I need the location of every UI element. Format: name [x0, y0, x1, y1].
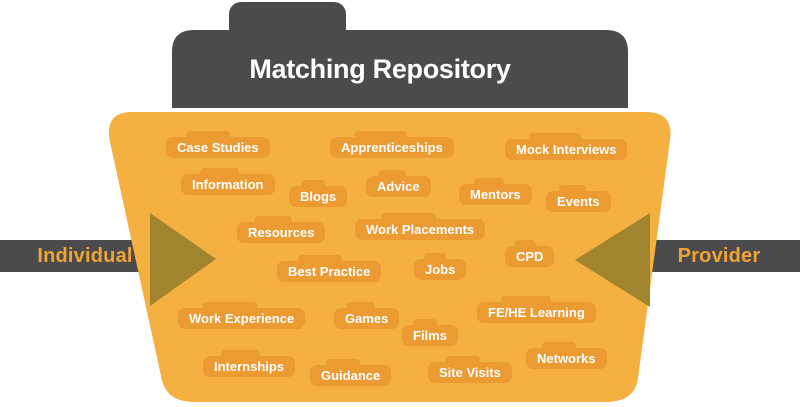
folder-item-case-studies: Case Studies: [166, 131, 270, 158]
folder-item-mentors: Mentors: [459, 178, 532, 205]
folder-item-site-visits: Site Visits: [428, 356, 512, 383]
folder-item-internships: Internships: [203, 350, 296, 377]
individual-flow-bar: Individual: [0, 240, 180, 272]
folder-item-networks: Networks: [526, 342, 607, 369]
page-title: Matching Repository: [249, 53, 511, 84]
provider-label: Provider: [677, 244, 761, 267]
folder-item-information: Information: [181, 168, 275, 195]
folder-item-best-practice: Best Practice: [277, 255, 382, 282]
folder-item-guidance: Guidance: [310, 359, 392, 386]
folder-item-resources: Resources: [237, 216, 326, 243]
folder-item-mock-interviews: Mock Interviews: [505, 133, 628, 160]
folder-item-events: Events: [546, 185, 611, 212]
folder-item-games: Games: [334, 302, 400, 329]
folder-item-work-placements: Work Placements: [355, 213, 486, 240]
folder-item-work-experience: Work Experience: [178, 302, 306, 329]
individual-label: Individual: [37, 244, 133, 267]
folder-item-films: Films: [402, 319, 458, 346]
folder-item-blogs: Blogs: [289, 180, 348, 207]
folder-item-cpd: CPD: [505, 240, 555, 267]
folder-item-advice: Advice: [366, 170, 431, 197]
folder-item-apprenticeships: Apprenticeships: [330, 131, 454, 158]
folder-item-fehe-learning: FE/HE Learning: [477, 296, 596, 323]
provider-flow-bar: Provider: [638, 240, 800, 272]
folder-item-jobs: Jobs: [414, 253, 467, 280]
